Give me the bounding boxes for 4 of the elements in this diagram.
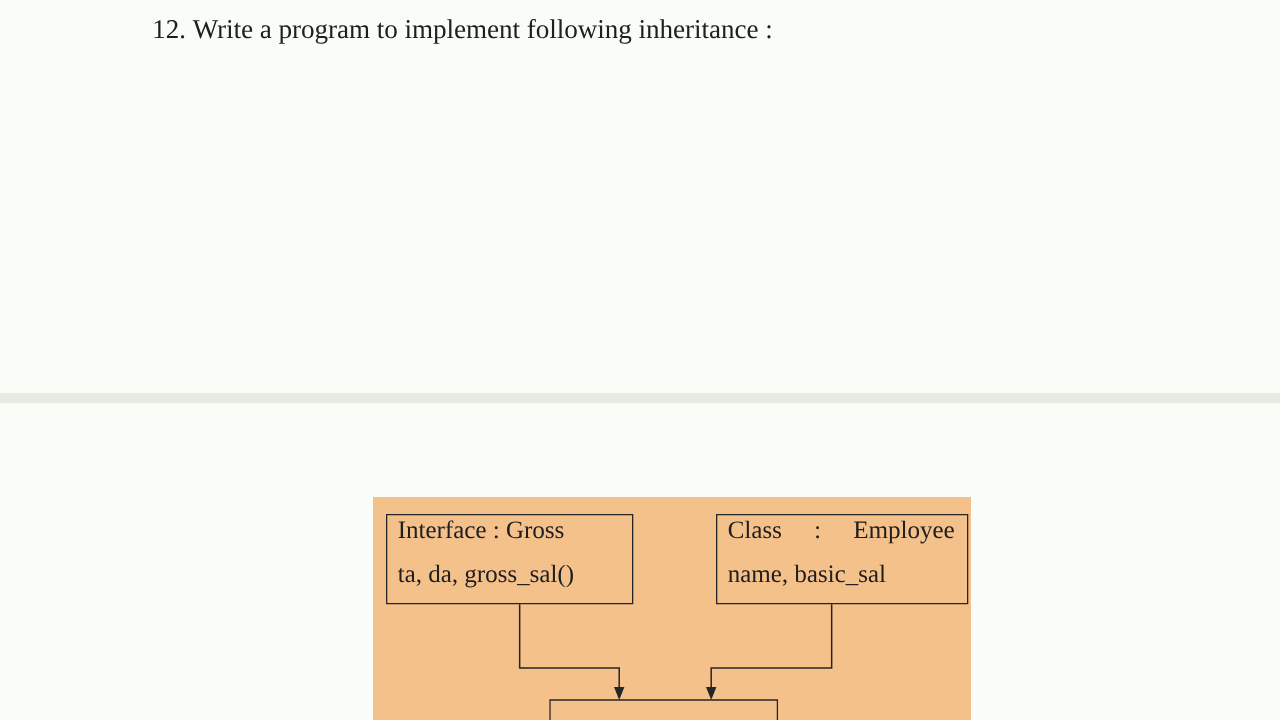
class-box: Class : Employee name, basic_sal (716, 514, 969, 605)
class-box (549, 699, 779, 720)
heading: 12. Write a program to implement following inheritance : (154, 19, 771, 44)
interface-box: Interface : Gross ta, da, gross_sal() (386, 514, 634, 605)
